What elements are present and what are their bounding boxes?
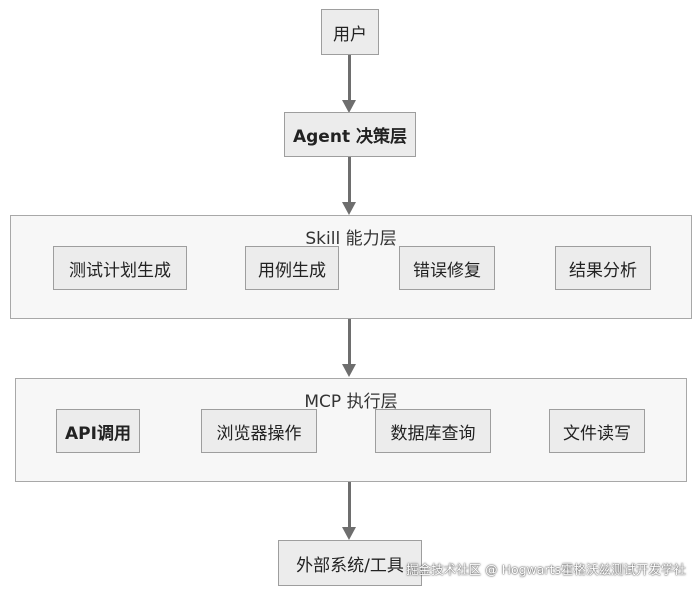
mcp-item-file-io: 文件读写 bbox=[549, 409, 645, 453]
skill-item-error-fix: 错误修复 bbox=[399, 246, 495, 290]
arrow-head-agent-to-skill bbox=[342, 202, 356, 215]
mcp-item-browser-operation: 浏览器操作 bbox=[201, 409, 317, 453]
arrow-head-skill-to-mcp bbox=[342, 364, 356, 377]
skill-layer-group: Skill 能力层 测试计划生成 用例生成 错误修复 结果分析 bbox=[10, 215, 692, 319]
watermark: 掘金技术社区 @ Hogwarts霍格沃兹测试开发学社 bbox=[406, 562, 686, 577]
arrow-user-to-agent bbox=[348, 55, 351, 101]
agent-decision-node: Agent 决策层 bbox=[284, 112, 416, 157]
skill-layer-title: Skill 能力层 bbox=[305, 229, 397, 249]
arrow-agent-to-skill bbox=[348, 157, 351, 203]
user-node: 用户 bbox=[321, 9, 379, 55]
arrow-head-user-to-agent bbox=[342, 100, 356, 113]
arrow-mcp-to-external bbox=[348, 482, 351, 528]
mcp-layer-group: MCP 执行层 API调用 浏览器操作 数据库查询 文件读写 bbox=[15, 378, 687, 482]
mcp-item-api-call: API调用 bbox=[56, 409, 140, 453]
skill-item-test-plan: 测试计划生成 bbox=[53, 246, 187, 290]
skill-item-result-analysis: 结果分析 bbox=[555, 246, 651, 290]
external-system-node: 外部系统/工具 bbox=[278, 540, 422, 586]
arrow-head-mcp-to-external bbox=[342, 527, 356, 540]
mcp-layer-title: MCP 执行层 bbox=[304, 392, 398, 412]
arrow-skill-to-mcp bbox=[348, 319, 351, 365]
mcp-item-database-query: 数据库查询 bbox=[375, 409, 491, 453]
skill-item-case-generation: 用例生成 bbox=[245, 246, 339, 290]
